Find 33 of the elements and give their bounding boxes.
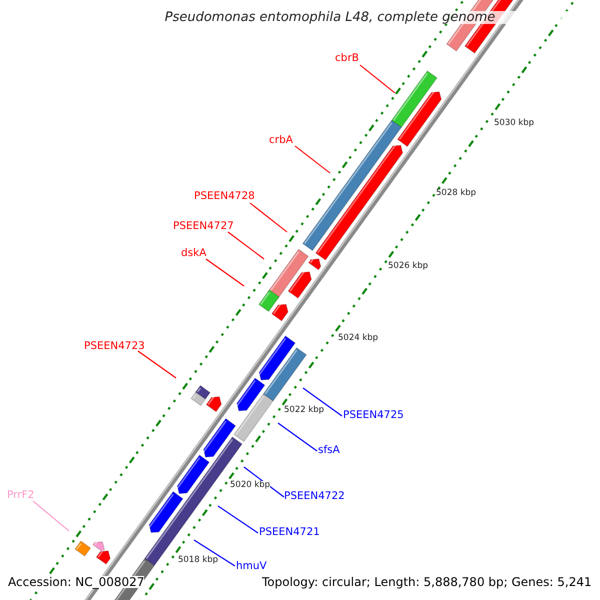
- leader-line: [138, 350, 176, 378]
- scale-label: 5022 kbp: [284, 406, 324, 414]
- gene-label: dskA: [181, 248, 206, 258]
- scale-label: 5018 kbp: [178, 556, 218, 564]
- leader-line: [194, 540, 236, 566]
- scale-label: 5028 kbp: [436, 189, 476, 198]
- leader-line: [360, 64, 396, 94]
- gene-label: sfsA: [318, 445, 340, 456]
- scale-label: 5030 kbp: [494, 119, 534, 128]
- gene-label: PrrF2: [7, 490, 34, 500]
- gene-label: PSEEN4725: [343, 410, 404, 420]
- footer-note: Topology: circular; Length: 5,888,780 bp; Genes: 5,241: [262, 576, 592, 588]
- gene-label: cbrB: [335, 53, 359, 64]
- gene-label: PSEEN4727: [173, 221, 234, 232]
- gene-label: hmuV: [236, 561, 267, 572]
- scale-label: 5026 kbp: [388, 262, 428, 270]
- scale-label: 5024 kbp: [338, 334, 378, 342]
- gene-label: PSEEN4721: [259, 527, 320, 538]
- gene-label: PSEEN4728: [194, 191, 255, 202]
- footer-note: Accession: NC_008027: [8, 576, 144, 588]
- leader-line: [278, 422, 318, 452]
- gene-label: PSEEN4722: [284, 491, 345, 502]
- leader-line: [32, 500, 70, 532]
- leader-line: [250, 202, 288, 232]
- gene-label: PSEEN4723: [84, 341, 145, 352]
- leader-line: [228, 232, 264, 260]
- leader-line: [244, 466, 284, 498]
- leader-line: [302, 388, 342, 416]
- leader-line: [294, 146, 330, 174]
- scale-label: 5020 kbp: [230, 481, 270, 490]
- leader-line: [206, 258, 244, 286]
- gene-label: crbA: [269, 135, 293, 146]
- leader-line: [218, 506, 258, 534]
